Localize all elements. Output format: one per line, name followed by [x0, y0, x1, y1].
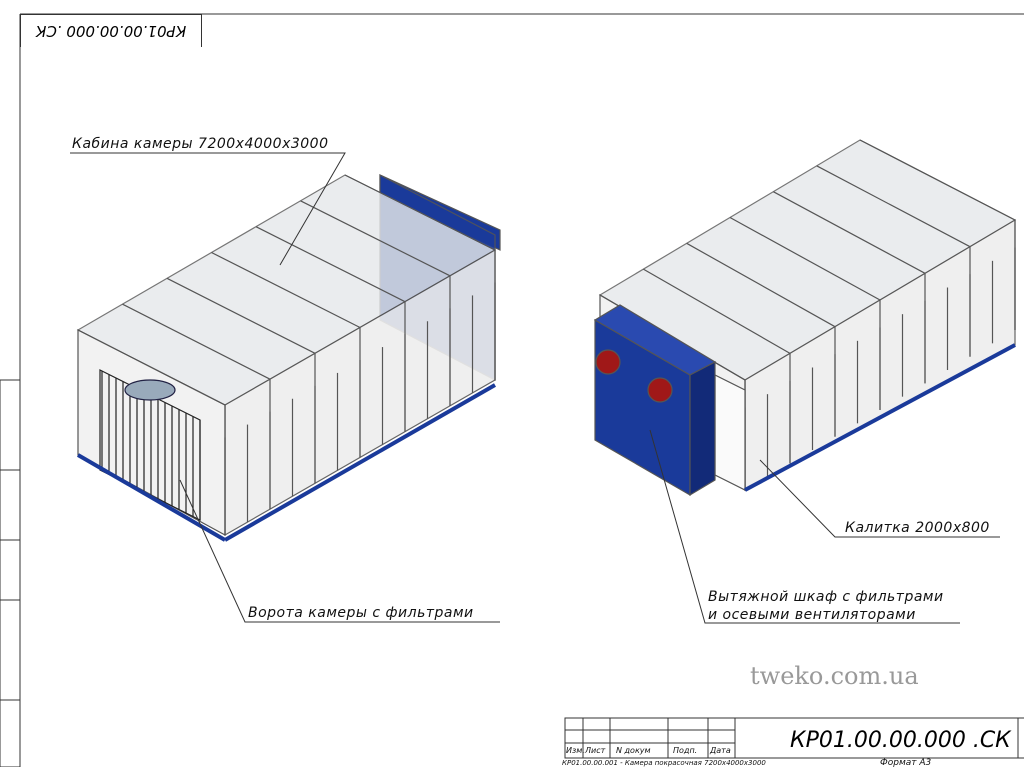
fan-icon [595, 349, 621, 375]
frame-bar [300, 200, 451, 277]
frame-bar [211, 251, 361, 329]
tb-data: Дата [710, 746, 731, 755]
tb-podp: Подп. [673, 746, 698, 755]
drawing-code: КР01.00.00.000 .СК [790, 728, 1011, 753]
label-cabin: Кабина камеры 7200x4000x3000 [72, 136, 329, 152]
frame-bar [166, 277, 316, 354]
title-block [564, 717, 1024, 759]
frame-bar [344, 174, 496, 251]
file-reference: КР01.00.00.001 - Камера покрасочная 7200… [562, 759, 766, 767]
rotated-drawing-code: КР01.00.00.000 .СК [20, 14, 202, 47]
watermark: tweko.com.ua [750, 662, 919, 690]
frame-bar [122, 303, 271, 380]
tb-ndoc: N докум [616, 746, 651, 755]
label-wicket: Калитка 2000x800 [845, 520, 990, 536]
frame-bar [255, 226, 406, 303]
frame-bar [686, 242, 836, 328]
right-booth [593, 139, 1017, 497]
frame-bar [643, 268, 791, 354]
fan-icon [647, 377, 673, 403]
left-booth [76, 174, 501, 542]
side-stamp-boxes [0, 379, 21, 767]
label-cabinet-2: и осевыми вентиляторами [708, 607, 916, 623]
frame-bar [859, 139, 1016, 221]
tb-list: Лист [585, 746, 606, 755]
frame-bar [729, 216, 881, 301]
sheet-format: Формат А3 [880, 758, 932, 767]
frame-bar [773, 191, 926, 274]
label-gate: Ворота камеры с фильтрами [248, 605, 474, 621]
label-cabinet-1: Вытяжной шкаф с фильтрами [708, 589, 944, 605]
tb-izm: Изм. [566, 746, 585, 755]
frame-bar [816, 165, 971, 248]
frame-bar [77, 329, 226, 406]
